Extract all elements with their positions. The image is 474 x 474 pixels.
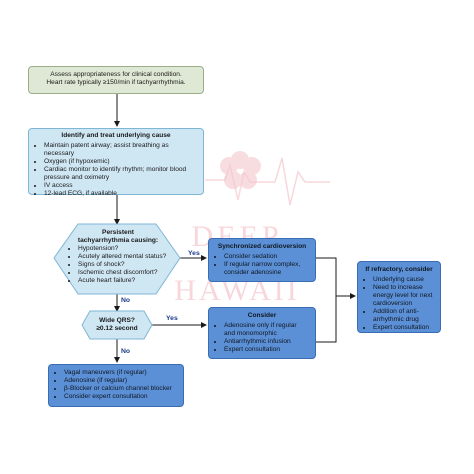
synchronized-cardioversion-box: Synchronized cardioversion Consider seda…	[208, 238, 316, 282]
identify-item: 12-lead ECG, if available	[44, 190, 197, 198]
identify-title: Identify and treat underlying cause	[61, 132, 171, 139]
refractory-title: If refractory, consider	[365, 266, 433, 273]
no-label-2: No	[121, 348, 131, 355]
sync-item: Consider sedation	[224, 253, 309, 261]
narrow-qrs-box: Vagal maneuvers (if regular) Adenosine (…	[48, 364, 184, 407]
identify-item: IV access	[44, 182, 197, 190]
narrow-item: β-Blocker or calcium channel blocker	[64, 385, 177, 393]
consider-box: Consider Adenosine only if regular and m…	[208, 307, 316, 359]
yes-label-2: Yes	[166, 315, 178, 322]
refractory-item: Underlying cause	[373, 276, 434, 284]
identify-item: Cardiac monitor to identify rhythm; moni…	[44, 166, 197, 182]
persistent-title-2: tachyarrhythmia causing:	[77, 237, 159, 244]
narrow-item: Consider expert consultation	[64, 393, 177, 401]
assess-line-2: Heart rate typically ≥150/min if tachyar…	[46, 79, 186, 86]
identify-item: Oxygen (if hypoxemic)	[44, 158, 197, 166]
consider-item: Antiarrhythmic infusion	[224, 338, 309, 346]
sync-title: Synchronized cardioversion	[217, 243, 307, 250]
identify-item: Maintain patent airway; assist breathing…	[44, 142, 197, 158]
persistent-decision-shape	[53, 223, 181, 295]
consider-item: Expert consultation	[224, 346, 309, 354]
bracket-to-refractory	[316, 257, 337, 343]
wide-qrs-decision-shape	[81, 310, 153, 340]
consider-item: Adenosine only if regular and monomorphi…	[224, 322, 309, 338]
wide-qrs-decision-text: Wide QRS? ≥0.12 second	[88, 317, 146, 333]
persistent-item: Ischemic chest discomfort?	[78, 269, 172, 277]
persistent-item: Signs of shock?	[78, 261, 172, 269]
refractory-item: Addition of anti-arrhythmic drug	[373, 308, 434, 324]
sync-item: If regular narrow complex, consider aden…	[224, 261, 309, 277]
persistent-item: Hypotension?	[78, 245, 172, 253]
persistent-decision-text: Persistent tachyarrhythmia causing: Hypo…	[64, 229, 172, 285]
assess-line-1: Assess appropriateness for clinical cond…	[50, 71, 182, 78]
persistent-title-1: Persistent	[102, 229, 134, 236]
narrow-item: Adenosine (if regular)	[64, 377, 177, 385]
no-label-1: No	[121, 297, 131, 304]
persistent-item: Acutely altered mental status?	[78, 253, 172, 261]
persistent-item: Acute heart failure?	[78, 277, 172, 285]
refractory-item: Need to increase energy level for next c…	[373, 284, 434, 308]
consider-title: Consider	[247, 312, 277, 319]
refractory-box: If refractory, consider Underlying cause…	[357, 261, 441, 333]
wide-qrs-line-2: ≥0.12 second	[96, 325, 138, 332]
wide-qrs-line-1: Wide QRS?	[99, 317, 135, 324]
yes-label-1: Yes	[188, 250, 200, 257]
assess-box: Assess appropriateness for clinical cond…	[28, 66, 204, 94]
refractory-item: Expert consultation	[373, 324, 434, 332]
identify-cause-box: Identify and treat underlying cause Main…	[28, 128, 204, 198]
narrow-item: Vagal maneuvers (if regular)	[64, 369, 177, 377]
